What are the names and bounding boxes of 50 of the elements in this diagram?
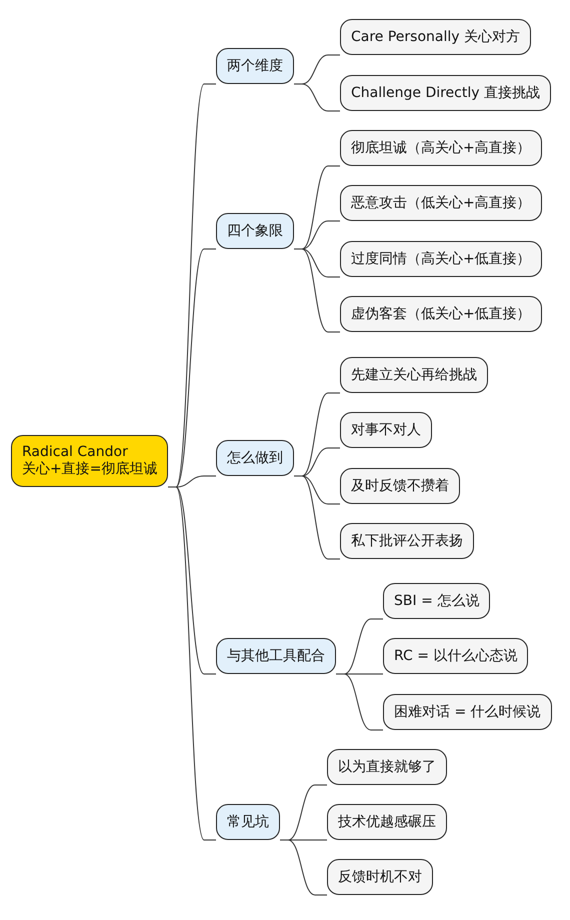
subtopic-box (327, 749, 447, 785)
topic-text: 恶意攻击（低关心+高直接） (351, 194, 531, 212)
subtopic-box (340, 185, 542, 221)
topic-text: 反馈时机不对 (338, 868, 422, 886)
topic-text: 彻底坦诚（高关心+高直接） (351, 140, 531, 156)
topic-box (216, 440, 294, 476)
topic-text: 常见坑 (227, 814, 269, 830)
subtopic-box (383, 694, 552, 730)
subtopic-box (340, 523, 474, 559)
subtopic-box (340, 19, 532, 55)
subtopic-box (383, 638, 528, 674)
subtopic-box (340, 412, 432, 448)
topic-text: 对事不对人 (351, 422, 421, 438)
subtopic-box (340, 296, 542, 332)
subtopic-box (340, 357, 488, 393)
subtopic-box (327, 859, 433, 895)
subtopic-box (340, 75, 551, 111)
branch-line (294, 248, 340, 332)
topic-text: 四个象限 (227, 222, 283, 240)
subtopic-box (340, 130, 542, 166)
subtopic-box (340, 241, 542, 277)
topic-text: 虚伪客套（低关心+低直接） (351, 306, 531, 322)
branch-line (294, 476, 340, 560)
topic-text: 与其他工具配合 (227, 648, 325, 664)
subtopic-box (327, 804, 447, 840)
topic-text: 及时反馈不攒着 (351, 478, 449, 494)
topic-box (216, 48, 294, 84)
topic-text: RC = 以什么心态说 (394, 648, 518, 664)
topic-text: 两个维度 (227, 58, 283, 74)
topic-text: 先建立关心再给挑战 (351, 366, 477, 384)
topic-text: 以为直接就够了 (338, 758, 436, 776)
branch-line (336, 674, 384, 730)
branch-line (280, 840, 328, 896)
topic-text: 关心+直接=彻底坦诚 (22, 461, 158, 478)
topic-text: 困难对话 = 什么时候说 (394, 704, 541, 720)
topic-text: 技术优越感碾压 (338, 814, 436, 830)
topic-text: SBI = 怎么说 (394, 592, 480, 610)
topic-text: 私下批评公开表扬 (351, 532, 463, 550)
central-topic-box (11, 435, 168, 487)
topic-text: Radical Candor (22, 444, 129, 461)
topic-text: Challenge Directly 直接挑战 (351, 84, 540, 102)
topic-text: 过度同情（高关心+低直接） (351, 250, 531, 268)
topic-text: Care Personally 关心对方 (351, 28, 520, 46)
subtopic-box (340, 468, 460, 504)
topic-box (216, 213, 294, 249)
topic-box (216, 638, 336, 674)
subtopic-box (383, 583, 490, 619)
topic-box (216, 804, 280, 840)
topic-text: 怎么做到 (227, 450, 283, 466)
branch-line (294, 84, 340, 112)
